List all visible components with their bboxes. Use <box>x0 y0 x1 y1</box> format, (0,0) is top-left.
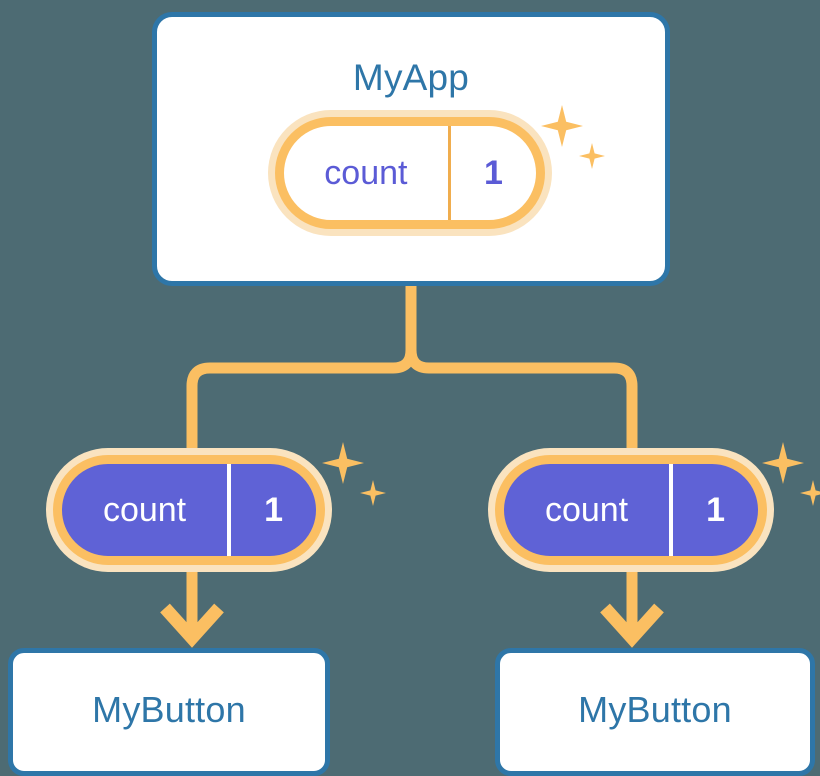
state-key-label: count <box>544 490 629 529</box>
arrow-down-icon-right <box>600 603 664 648</box>
state-pill-body: count 1 <box>495 455 767 565</box>
component-card-mybutton-left[interactable]: MyButton <box>8 648 330 776</box>
state-value-label: 1 <box>669 464 758 556</box>
connector-split-right <box>405 349 638 450</box>
component-label: MyButton <box>92 689 246 730</box>
arrow-down-icon-left <box>160 603 224 648</box>
state-pill-mybutton-left[interactable]: count 1 <box>46 448 332 572</box>
state-pill-body: count 1 <box>53 455 325 565</box>
sparkle-icon <box>800 480 820 506</box>
component-card-mybutton-right[interactable]: MyButton <box>495 648 815 776</box>
component-label: MyButton <box>578 689 732 730</box>
state-pill-mybutton-right[interactable]: count 1 <box>488 448 774 572</box>
state-pill-body: count 1 <box>275 117 545 229</box>
state-key-label: count <box>324 153 408 192</box>
state-value-label: 1 <box>447 126 536 220</box>
connector-split-left <box>186 349 417 450</box>
sparkle-icon <box>322 442 364 484</box>
sparkle-icon <box>762 442 804 484</box>
page-title: MyApp <box>352 57 470 98</box>
state-pill-myapp[interactable]: count 1 <box>268 110 552 236</box>
sparkle-icon <box>360 480 386 506</box>
state-value-label: 1 <box>227 464 316 556</box>
state-key-label: count <box>102 490 187 529</box>
